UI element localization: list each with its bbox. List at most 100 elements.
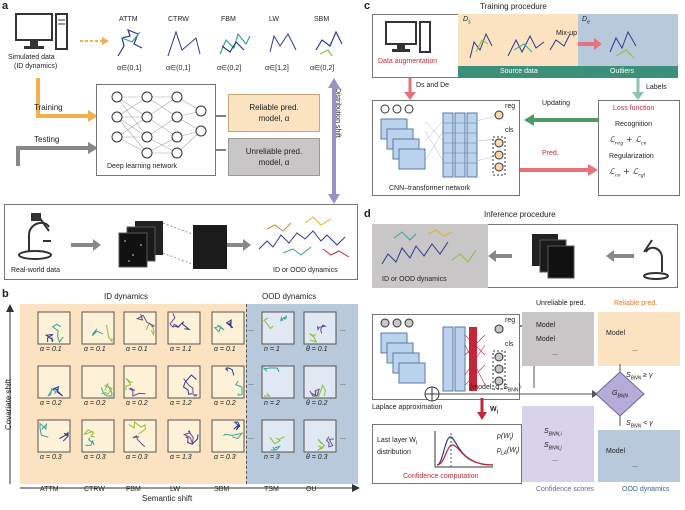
panel-d-label: d	[364, 208, 371, 220]
score-row-2: SBNN,j	[544, 442, 562, 452]
cell-parameter-label: α = 0.3	[126, 454, 148, 461]
outlier-bar	[578, 66, 678, 78]
simulated-data-sub: (ID dynamics)	[14, 63, 58, 70]
reg-label-d: reg	[505, 317, 516, 324]
cell-parameter-label: n = 2	[264, 400, 280, 407]
confidence-computation-label: Confidence computation	[403, 473, 479, 480]
column-label: TSM	[264, 486, 279, 493]
reliable-ellipsis: ...	[632, 346, 638, 353]
id-dynamics-title: ID dynamics	[104, 292, 149, 301]
cell-trajectory	[169, 313, 179, 329]
confidence-box: Last layer Wl distribution p(Wl) pLA(Wl)…	[372, 424, 522, 484]
semantic-shift-label: Semantic shift	[142, 494, 193, 503]
grid-cell	[211, 311, 245, 345]
cell-parameter-label: α = 0.1	[84, 346, 106, 353]
cell-trajectory	[128, 421, 146, 435]
cell-parameter-label: α = 1.2	[170, 400, 192, 407]
cell-parameter-label: α = 0.1	[214, 346, 236, 353]
threshold-below: SBNN < γ	[626, 420, 653, 430]
cell-trajectory	[51, 323, 64, 344]
reliable-model-box: Reliable pred. model, α	[228, 94, 320, 132]
loss-function-box: Loss function Recognition ℒreg + ℒce Reg…	[598, 100, 680, 196]
column-label: FBM	[126, 486, 141, 493]
reliable-model-label: Reliable pred. model, α	[249, 103, 299, 123]
model-range-fbm: α∈(0,2]	[217, 65, 242, 72]
grid-cell	[81, 419, 115, 453]
cnn-graphic	[380, 104, 506, 178]
distribution-label: distribution	[377, 449, 411, 456]
cell-trajectory	[59, 431, 69, 442]
network-label: Deep learning network	[107, 163, 178, 170]
cell-trajectory	[225, 319, 234, 329]
training-label: Training	[34, 103, 63, 112]
unreliable-model-box: Unreliable pred. model, α	[228, 138, 320, 176]
cell-parameter-label: α = 0.3	[84, 454, 106, 461]
cell-trajectory	[91, 328, 103, 337]
labels-label: Labels	[646, 84, 667, 91]
grid-cell	[81, 311, 115, 345]
score-ellipsis: ...	[552, 456, 558, 463]
cell-parameter-label: α = 0.2	[214, 400, 236, 407]
covariate-arrow	[6, 304, 14, 484]
cell-trajectory	[315, 383, 327, 398]
cell-trajectory	[100, 382, 113, 396]
distribution-shift-arrow	[328, 78, 340, 204]
cell-parameter-label: α = 0.1	[40, 346, 62, 353]
network-graph	[111, 91, 207, 159]
inference-traj-bg	[372, 224, 488, 288]
cell-trajectory	[264, 393, 272, 397]
simulated-data-label: Simulated data	[8, 54, 55, 61]
cell-trajectory	[145, 322, 155, 337]
ood-ellipsis: ...	[632, 462, 638, 469]
unreliable-model-row-2: Model	[536, 336, 556, 343]
reliable-pred-title: Reliable pred.	[614, 300, 658, 307]
ds-label: Ds	[463, 16, 471, 26]
cell-trajectory	[52, 385, 64, 397]
cell-trajectory	[182, 374, 197, 395]
source-bg	[458, 14, 578, 66]
wl-label: Wl	[490, 406, 498, 416]
cnn-network-label: CNN–transformer network	[389, 185, 471, 192]
model-name-attm: ATTM	[119, 16, 138, 23]
real-world-label: Real-world data	[11, 267, 61, 274]
source-bar	[458, 66, 578, 78]
cell-trajectory	[44, 334, 54, 343]
cell-trajectory	[270, 445, 282, 451]
panel-b-label: b	[2, 288, 9, 300]
grid-ellipsis: ...	[340, 434, 346, 441]
model-range-attm: α∈(0,1]	[117, 65, 142, 72]
cell-trajectory	[39, 422, 49, 438]
cell-parameter-label: θ = 0.2	[306, 400, 328, 407]
grid-ellipsis: ...	[248, 380, 254, 387]
source-trajectories	[469, 30, 637, 59]
reg-label-c: reg	[505, 103, 516, 110]
cls-label-d: cls	[505, 341, 514, 348]
model-name-sbm: SBM	[314, 16, 330, 23]
cell-trajectory	[263, 366, 280, 373]
semantic-arrow	[20, 484, 360, 492]
cell-trajectory	[263, 317, 274, 330]
grid-cell	[261, 311, 295, 345]
p-w-label: p(Wl)	[497, 433, 514, 443]
cnn-transformer-box: reg cls CNN–transformer network	[372, 100, 520, 196]
cell-parameter-label: α = 0.2	[40, 400, 62, 407]
confidence-scores-label: Confidence scores	[536, 486, 594, 493]
cell-trajectory	[83, 429, 95, 438]
ds-de-label: Ds and De	[416, 82, 450, 89]
cell-trajectory	[225, 367, 235, 376]
cell-parameter-label: α = 0.3	[214, 454, 236, 461]
grid-cell	[81, 365, 115, 399]
column-label: LW	[170, 486, 180, 493]
cell-trajectory	[317, 324, 327, 334]
source-data-label: Source data	[500, 68, 538, 75]
dashed-arrow	[80, 37, 109, 45]
grid-ellipsis: ...	[248, 434, 254, 441]
column-label: OU	[306, 486, 317, 493]
inference-procedure-title: Inference procedure	[484, 210, 556, 219]
laplace-arrow	[477, 398, 487, 420]
column-label: CTRW	[84, 486, 105, 493]
training-procedure-title: Training procedure	[480, 2, 547, 11]
model-trajectories	[117, 28, 343, 57]
de-label: De	[582, 16, 590, 26]
